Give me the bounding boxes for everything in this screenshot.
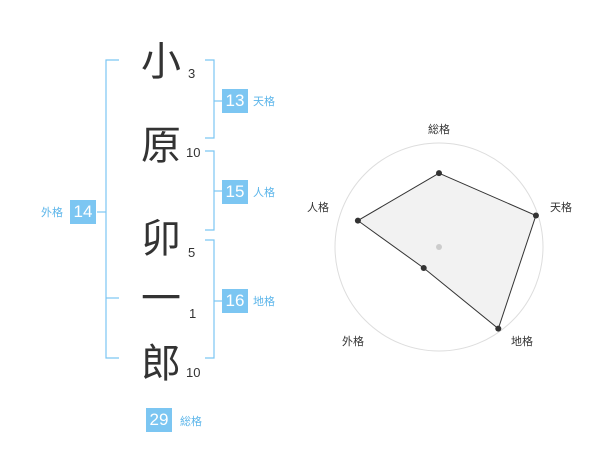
radar-point-1 <box>436 170 442 177</box>
jinkaku-value: 15 <box>222 180 248 204</box>
stroke-count-2: 10 <box>186 145 201 160</box>
chikaku-bracket <box>205 239 215 359</box>
tenkaku-label: 天格 <box>253 95 275 108</box>
radar-point-2 <box>532 212 539 219</box>
name-char-2: 原 <box>141 123 181 169</box>
radar-point-3 <box>495 325 502 332</box>
stroke-count-1: 3 <box>188 66 196 81</box>
radar-point-5 <box>354 217 361 224</box>
radar-axis-label-chikaku: 地格 <box>511 335 533 348</box>
name-char-3: 卯 <box>141 216 181 262</box>
gaikaku-value: 14 <box>70 200 96 224</box>
name-char-1: 小 <box>141 39 181 85</box>
tenkaku-value: 13 <box>222 89 248 113</box>
chikaku-label: 地格 <box>253 295 275 308</box>
gaikaku-bracket <box>105 59 119 359</box>
radar-axis-label-soukaku: 総格 <box>428 123 450 136</box>
radar-axis-label-jinkaku: 人格 <box>307 201 329 214</box>
name-char-4: 一 <box>141 276 181 322</box>
stroke-count-5: 10 <box>186 365 201 380</box>
stroke-count-4: 1 <box>189 306 197 321</box>
radar-series-polygon <box>356 172 537 330</box>
radar-axis-label-tenkaku: 天格 <box>550 201 572 214</box>
chikaku-value: 16 <box>222 289 248 313</box>
radar-center-dot <box>436 244 442 250</box>
soukaku-value: 29 <box>146 408 172 432</box>
name-char-5: 郎 <box>141 341 181 387</box>
soukaku-label: 総格 <box>180 415 202 428</box>
jinkaku-label: 人格 <box>253 186 275 199</box>
stroke-count-3: 5 <box>188 245 196 260</box>
gaikaku-label: 外格 <box>41 206 63 219</box>
radar-axis-label-gaikaku: 外格 <box>342 335 364 348</box>
radar-point-4 <box>420 265 427 272</box>
tenkaku-bracket <box>205 59 215 139</box>
